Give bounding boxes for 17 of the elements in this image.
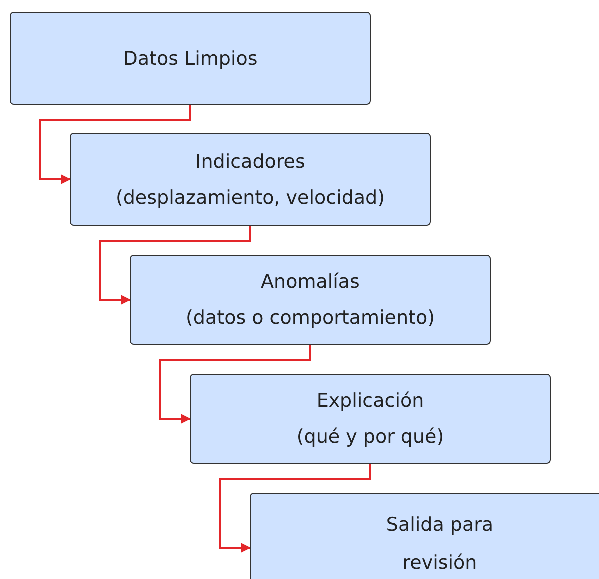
connector-arrow	[219, 464, 371, 553]
process-box	[70, 133, 431, 226]
box-title: Salida para revisión	[385, 513, 495, 576]
connector-arrow	[39, 105, 191, 184]
box-subtitle: (datos o comportamiento)	[186, 307, 435, 329]
box-subtitle: (desplazamiento, velocidad)	[116, 186, 386, 208]
process-box	[130, 255, 491, 345]
box-title: Datos Limpios	[123, 48, 258, 70]
box-title: Indicadores	[196, 150, 306, 172]
connector-arrow	[159, 345, 311, 424]
box-title: Explicación	[316, 390, 424, 412]
box-subtitle: (qué y por qué)	[296, 426, 444, 448]
connector-arrow	[99, 226, 251, 305]
process-box	[250, 493, 599, 579]
process-box	[10, 12, 371, 105]
box-title: Anomalías	[261, 271, 360, 293]
process-box	[190, 374, 551, 464]
